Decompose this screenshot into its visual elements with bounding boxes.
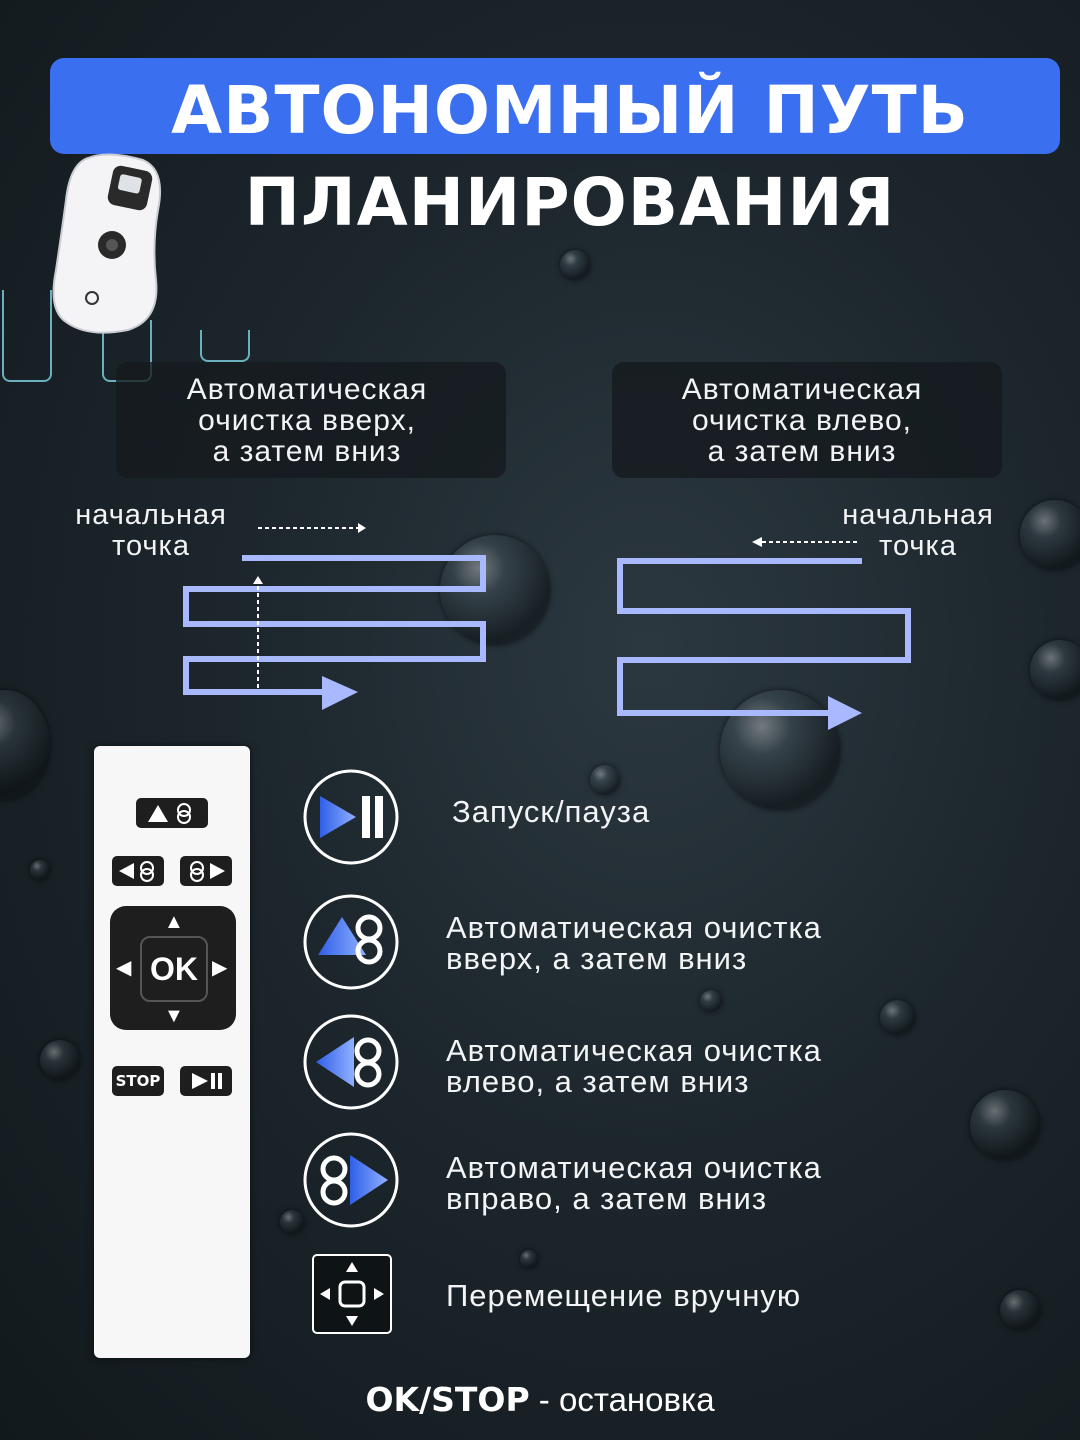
manual-move-icon bbox=[312, 1254, 392, 1334]
remote-up-key bbox=[136, 798, 208, 828]
caption-left-down: Автоматическая очистка влево, а затем вн… bbox=[681, 373, 923, 468]
caption-up-down: Автоматическая очистка вверх, а затем вн… bbox=[186, 373, 428, 468]
dpad-down-arrow-icon: ▼ bbox=[164, 1005, 184, 1027]
caption-box-up-down bbox=[116, 362, 506, 478]
remote-ok-key: OK bbox=[140, 936, 208, 1002]
legend-text-manual-move: Перемещение вручную bbox=[446, 1278, 802, 1313]
remote-right-key-icon bbox=[190, 861, 225, 882]
path-up-down-arrowhead bbox=[322, 676, 358, 710]
start-point-label-left: начальная точка bbox=[75, 499, 227, 562]
footer-ok-stop: OK/STOP bbox=[365, 1380, 530, 1419]
remote-play-pause-icon bbox=[192, 1073, 222, 1089]
remote-dpad: ▲ ▼ ◀ ▶ OK bbox=[110, 906, 236, 1030]
clean-up-down-icon bbox=[303, 894, 399, 990]
footer-stop-description: - остановка bbox=[529, 1381, 715, 1418]
legend-text-clean-left-down: Автоматическая очистка влево, а затем вн… bbox=[446, 1033, 822, 1099]
legend-text-clean-up-down: Автоматическая очистка вверх, а затем вн… bbox=[446, 910, 822, 976]
path-left-down-arrowhead bbox=[828, 696, 862, 730]
path-diagrams bbox=[183, 523, 911, 730]
clean-left-down-icon bbox=[303, 1014, 399, 1110]
path-up-down bbox=[183, 555, 486, 695]
remote-up-key-icon bbox=[148, 803, 191, 824]
dpad-left-arrow-icon: ◀ bbox=[116, 957, 132, 979]
upward-arrowhead bbox=[253, 576, 263, 584]
start-arrowhead-left bbox=[752, 537, 762, 547]
remote-play-pause-key bbox=[180, 1066, 232, 1096]
path-left-down bbox=[617, 558, 911, 716]
legend-text-play-pause: Запуск/пауза bbox=[452, 794, 651, 829]
remote-left-key bbox=[112, 856, 164, 886]
dpad-up-arrow-icon: ▲ bbox=[164, 911, 184, 933]
remote-right-key bbox=[180, 856, 232, 886]
legend-text-clean-right-down: Автоматическая очистка вправо, а затем в… bbox=[446, 1150, 822, 1216]
play-pause-icon bbox=[303, 769, 399, 865]
remote-control-image: ▲ ▼ ◀ ▶ OK STOP bbox=[94, 746, 250, 1358]
start-arrowhead-right bbox=[358, 523, 366, 533]
title-banner bbox=[50, 58, 1060, 154]
page-title-line2: ПЛАНИРОВАНИЯ bbox=[244, 164, 896, 241]
caption-box-left-down bbox=[612, 362, 1002, 478]
clean-right-down-icon bbox=[303, 1132, 399, 1228]
page-title-line1: АВТОНОМНЫЙ ПУТЬ bbox=[171, 72, 969, 149]
start-point-label-right: начальная точка bbox=[842, 499, 994, 562]
remote-stop-key: STOP bbox=[112, 1066, 164, 1096]
footer-note: OK/STOP - остановка bbox=[0, 1380, 1080, 1419]
window-cleaning-robot-image bbox=[52, 153, 162, 334]
dpad-right-arrow-icon: ▶ bbox=[212, 957, 228, 979]
remote-left-key-icon bbox=[119, 861, 154, 882]
